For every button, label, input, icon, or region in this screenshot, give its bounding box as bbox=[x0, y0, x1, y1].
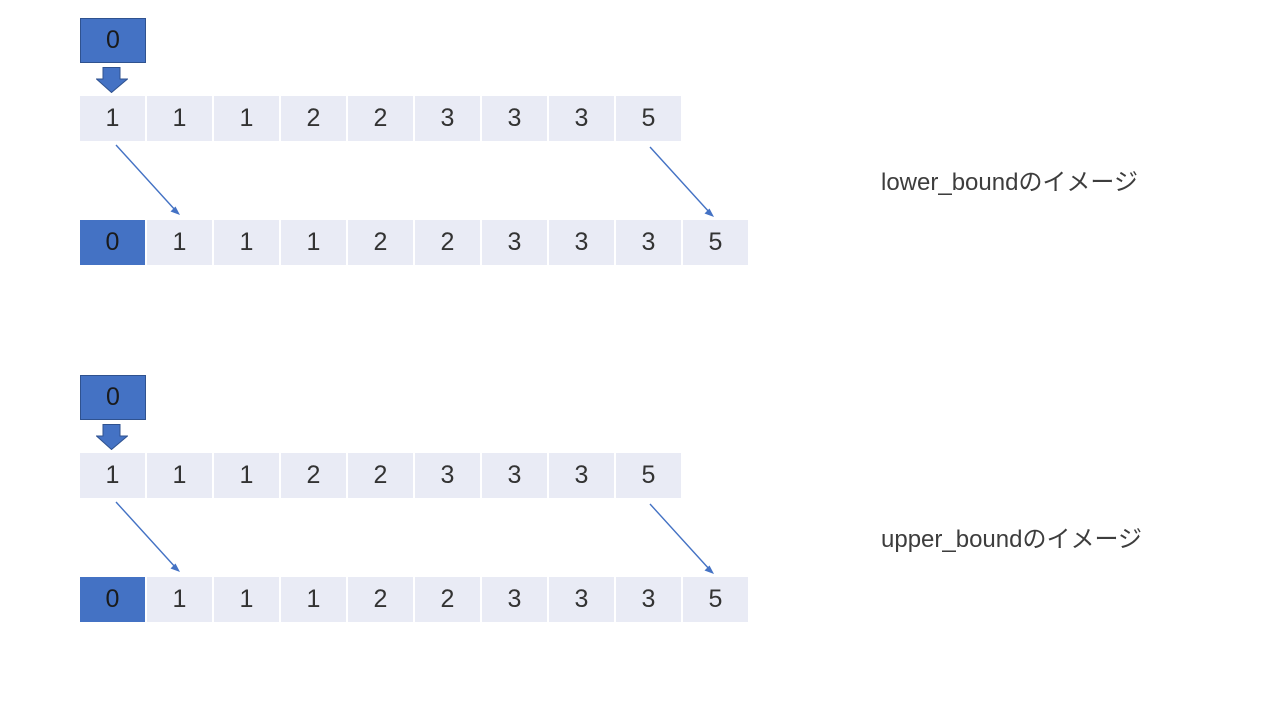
search-value: 0 bbox=[106, 26, 120, 54]
source-array-cell: 3 bbox=[549, 453, 614, 498]
search-value-box: 0 bbox=[80, 18, 146, 63]
result-array-cell: 1 bbox=[214, 220, 279, 265]
result-array-cell: 2 bbox=[348, 577, 413, 622]
result-array-cell: 2 bbox=[415, 220, 480, 265]
connector-arrows bbox=[115, 144, 714, 217]
lower-bound-label: lower_boundのイメージ bbox=[881, 169, 1138, 196]
source-array-cell: 3 bbox=[482, 453, 547, 498]
source-array-cell: 3 bbox=[415, 453, 480, 498]
source-array-cell: 2 bbox=[281, 453, 346, 498]
source-array-cell: 1 bbox=[80, 453, 145, 498]
connector-arrows bbox=[115, 501, 714, 574]
source-array-cell: 2 bbox=[348, 453, 413, 498]
down-arrow-icon bbox=[96, 424, 128, 450]
result-array-cell: 1 bbox=[147, 220, 212, 265]
result-array-cell: 5 bbox=[683, 220, 748, 265]
result-array-cell: 1 bbox=[281, 577, 346, 622]
source-array-cell: 1 bbox=[147, 96, 212, 141]
result-array-cell: 1 bbox=[281, 220, 346, 265]
source-array-cell: 3 bbox=[549, 96, 614, 141]
result-array-cell-highlight: 0 bbox=[80, 220, 145, 265]
source-array-cell: 1 bbox=[147, 453, 212, 498]
source-array-cell: 5 bbox=[616, 96, 681, 141]
source-array-cell: 5 bbox=[616, 453, 681, 498]
source-array-cell: 1 bbox=[80, 96, 145, 141]
source-array-cell: 1 bbox=[214, 96, 279, 141]
result-array-cell: 3 bbox=[616, 220, 681, 265]
result-array-cell: 2 bbox=[348, 220, 413, 265]
result-array-cell: 2 bbox=[415, 577, 480, 622]
down-arrow-icon bbox=[96, 67, 128, 93]
left-connector-arrow bbox=[115, 144, 180, 215]
result-array-cell: 5 bbox=[683, 577, 748, 622]
result-array-cell: 1 bbox=[147, 577, 212, 622]
search-value-box: 0 bbox=[80, 375, 146, 420]
source-array-cell: 3 bbox=[482, 96, 547, 141]
result-array-cell-highlight: 0 bbox=[80, 577, 145, 622]
left-connector-arrow bbox=[115, 501, 180, 572]
source-array-cell: 2 bbox=[348, 96, 413, 141]
source-array-cell: 2 bbox=[281, 96, 346, 141]
result-array-cell: 1 bbox=[214, 577, 279, 622]
result-array-cell: 3 bbox=[549, 220, 614, 265]
result-array-cell: 3 bbox=[482, 577, 547, 622]
upper-bound-label: upper_boundのイメージ bbox=[881, 526, 1142, 553]
search-value: 0 bbox=[106, 383, 120, 411]
right-connector-arrow bbox=[649, 503, 714, 574]
right-connector-arrow bbox=[649, 146, 714, 217]
result-array-cell: 3 bbox=[616, 577, 681, 622]
result-array-cell: 3 bbox=[549, 577, 614, 622]
source-array-cell: 3 bbox=[415, 96, 480, 141]
source-array-cell: 1 bbox=[214, 453, 279, 498]
result-array-cell: 3 bbox=[482, 220, 547, 265]
